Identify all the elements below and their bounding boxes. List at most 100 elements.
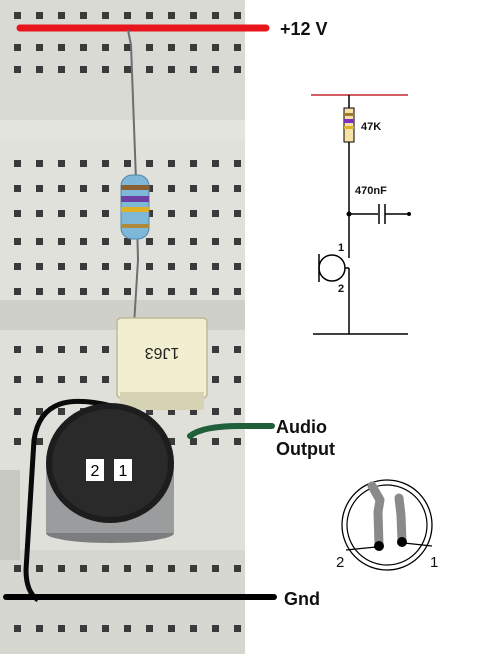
breadboard-hole [124,12,131,19]
breadboard-hole [124,263,131,270]
breadboard-hole [14,185,21,192]
breadboard-hole [190,238,197,245]
breadboard-hole [212,346,219,353]
breadboard-hole [168,12,175,19]
breadboard-hole [168,625,175,632]
breadboard-hole [102,160,109,167]
breadboard-hole [58,238,65,245]
breadboard-hole [234,376,241,383]
breadboard-hole [124,625,131,632]
breadboard-hole [234,346,241,353]
breadboard-hole [58,346,65,353]
breadboard-hole [14,346,21,353]
breadboard-hole [168,438,175,445]
breadboard-hole [190,408,197,415]
breadboard-hole [190,12,197,19]
breadboard-hole [58,66,65,73]
breadboard-hole [168,160,175,167]
breadboard-hole [146,44,153,51]
breadboard-hole [234,210,241,217]
breadboard-hole [14,625,21,632]
breadboard-hole [146,625,153,632]
breadboard-hole [58,210,65,217]
breadboard-hole [36,238,43,245]
breadboard-hole [212,288,219,295]
breadboard-hole [36,12,43,19]
pinout-pin-right-label: 1 [430,554,438,571]
breadboard-hole [58,160,65,167]
resistor-value-label: 47K [361,121,381,133]
microphone-ground-lead [23,398,113,603]
breadboard-hole [124,565,131,572]
breadboard-hole [14,44,21,51]
breadboard-hole [14,288,21,295]
breadboard-hole [124,288,131,295]
breadboard-hole [36,185,43,192]
breadboard-hole [146,565,153,572]
breadboard-hole [58,376,65,383]
breadboard-hole [14,565,21,572]
breadboard-hole [58,408,65,415]
breadboard-hole [80,263,87,270]
breadboard-hole [124,44,131,51]
breadboard-hole [190,565,197,572]
breadboard-hole [102,185,109,192]
breadboard-hole [80,288,87,295]
breadboard-hole [190,66,197,73]
schematic-pin2-label: 2 [338,283,344,295]
breadboard-hole [102,263,109,270]
breadboard-hole [234,160,241,167]
breadboard-hole [36,565,43,572]
breadboard-hole [36,408,43,415]
breadboard-hole [168,44,175,51]
breadboard-hole [234,12,241,19]
breadboard-hole [80,44,87,51]
pinout-pin-left-label: 2 [336,554,344,571]
breadboard-hole [36,346,43,353]
breadboard-hole [190,438,197,445]
mic-pin-right-label: 1 [119,463,128,480]
breadboard-hole [234,185,241,192]
breadboard-hole [212,66,219,73]
breadboard-hole [14,66,21,73]
photo-capacitor: 1J63 [116,317,208,410]
breadboard-hole [146,238,153,245]
breadboard-hole [14,12,21,19]
breadboard-hole [80,160,87,167]
breadboard-hole [36,376,43,383]
breadboard-hole [58,44,65,51]
breadboard-hole [58,12,65,19]
breadboard-hole [168,238,175,245]
breadboard-hole [212,408,219,415]
breadboard-hole [36,288,43,295]
capacitor-value-label: 470nF [355,185,387,197]
breadboard-hole [58,185,65,192]
breadboard-hole [36,66,43,73]
breadboard-hole [168,263,175,270]
breadboard-hole [14,438,21,445]
breadboard-hole [102,376,109,383]
breadboard-hole [80,625,87,632]
breadboard-hole [234,44,241,51]
breadboard-hole [212,44,219,51]
breadboard-hole [102,565,109,572]
breadboard-hole [36,44,43,51]
breadboard-hole [14,408,21,415]
breadboard-hole [212,210,219,217]
breadboard-hole [190,210,197,217]
breadboard-hole [212,185,219,192]
breadboard-hole [190,160,197,167]
breadboard-hole [212,160,219,167]
breadboard-hole [102,346,109,353]
breadboard-hole [234,438,241,445]
breadboard-hole [212,376,219,383]
breadboard-hole [36,438,43,445]
capacitor-marking: 1J63 [145,344,180,361]
breadboard-hole [14,376,21,383]
breadboard-hole [146,288,153,295]
breadboard-hole [102,12,109,19]
breadboard-hole [58,625,65,632]
breadboard-hole [102,625,109,632]
breadboard-hole [80,376,87,383]
